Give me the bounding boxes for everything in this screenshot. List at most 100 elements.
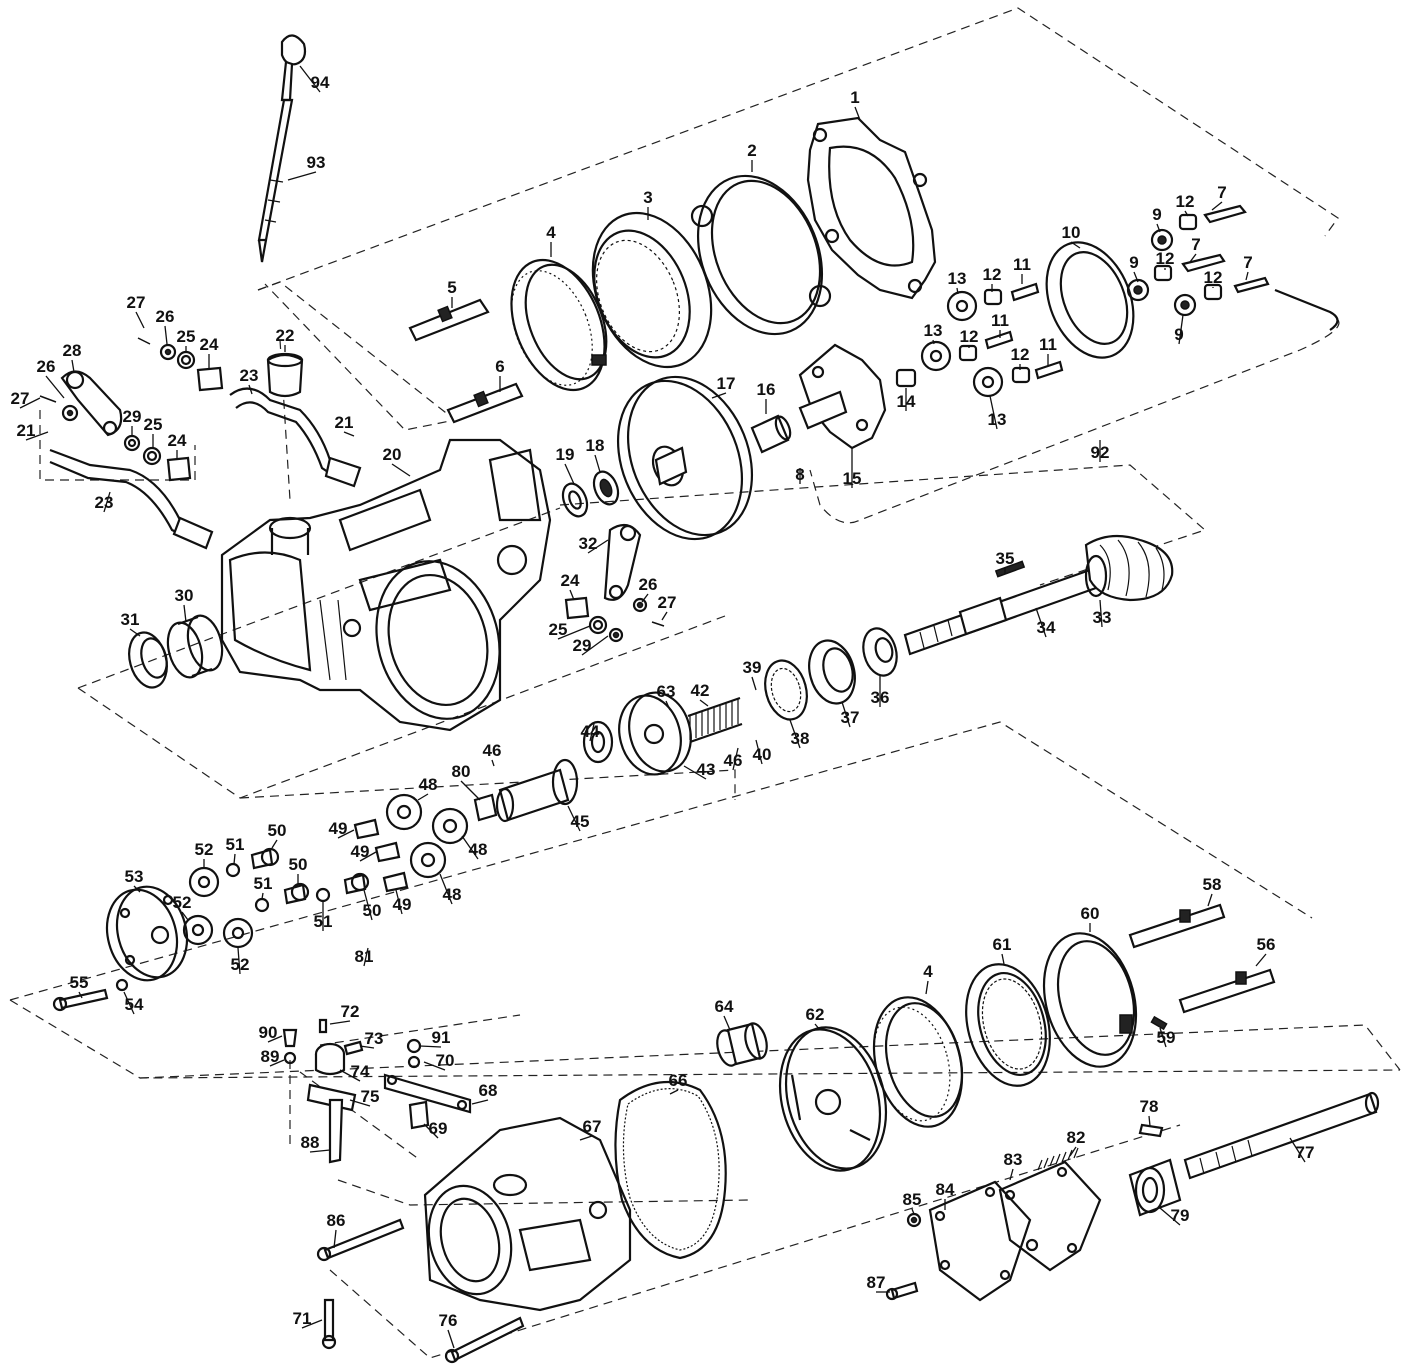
callout-label-82: 82 — [1067, 1128, 1086, 1147]
callout-label-52a: 52 — [195, 840, 214, 859]
leader-line-48a — [417, 793, 429, 801]
callout-label-71: 71 — [293, 1309, 312, 1328]
part-cap-22 — [266, 352, 304, 398]
callout-label-18: 18 — [586, 436, 605, 455]
leader-line-54 — [123, 991, 135, 1015]
callout-label-80: 80 — [452, 762, 471, 781]
part-clutch-43 — [618, 691, 692, 776]
leader-line-9c — [1178, 314, 1184, 345]
leader-line-40 — [755, 739, 763, 765]
callout-label-29b: 29 — [573, 636, 592, 655]
part-cover-83 — [998, 1160, 1102, 1272]
callout-label-36: 36 — [871, 688, 890, 707]
leader-line-77 — [1289, 1137, 1306, 1163]
callout-label-48c: 48 — [443, 885, 462, 904]
callout-label-49c: 49 — [393, 895, 412, 914]
leader-line-52c — [237, 947, 241, 975]
callout-label-55: 55 — [70, 973, 89, 992]
callout-label-76: 76 — [439, 1311, 458, 1330]
callout-label-27c: 27 — [658, 593, 677, 612]
leader-line-33 — [1099, 599, 1103, 628]
callout-label-11a: 11 — [1013, 255, 1031, 274]
callout-label-9a: 9 — [1152, 205, 1161, 224]
callout-label-7a: 7 — [1217, 183, 1226, 202]
leader-line-94 — [299, 65, 321, 93]
leader-line-9b — [1133, 271, 1139, 283]
leader-line-63 — [665, 700, 671, 711]
callout-label-11c: 11 — [1039, 335, 1057, 354]
part-ring-2 — [690, 174, 832, 336]
part-plate-53 — [105, 885, 189, 982]
leader-line-48c — [439, 873, 453, 905]
leader-line-7a — [1211, 201, 1223, 211]
part-small-washers — [39, 337, 665, 643]
callout-label-51b: 51 — [254, 874, 273, 893]
leader-line-90 — [267, 1035, 283, 1043]
callout-label-28: 28 — [63, 341, 82, 360]
part-gear-31 — [128, 631, 168, 689]
leader-line-76 — [447, 1329, 455, 1349]
callout-label-90: 90 — [259, 1023, 278, 1042]
callout-label-45: 45 — [571, 812, 590, 831]
leader-line-34 — [1035, 607, 1047, 638]
leader-line-26a — [164, 325, 168, 345]
part-linkage — [282, 1018, 472, 1164]
part-bearing-36-37 — [764, 627, 898, 721]
callout-label-60: 60 — [1081, 904, 1100, 923]
callout-label-7c: 7 — [1243, 253, 1252, 272]
part-plate-10 — [1045, 241, 1135, 359]
leader-line-58 — [1207, 893, 1213, 907]
callout-label-62: 62 — [806, 1005, 825, 1024]
leader-line-59 — [1159, 1027, 1167, 1048]
leader-line-39 — [751, 676, 757, 691]
part-band-60 — [1042, 932, 1138, 1068]
part-lever-28 — [60, 370, 123, 437]
callout-label-92: 92 — [1091, 443, 1110, 462]
leader-line-20 — [391, 463, 411, 477]
part-drum-17 — [616, 375, 754, 541]
callout-label-52b: 52 — [173, 893, 192, 912]
part-ring-gear-61 — [965, 963, 1051, 1087]
callout-label-25c: 25 — [549, 620, 568, 639]
callout-label-10: 10 — [1062, 223, 1081, 242]
callout-label-77: 77 — [1296, 1143, 1315, 1162]
leader-line-25c — [557, 625, 591, 640]
callout-label-24a: 24 — [200, 335, 219, 354]
leader-line-46b — [732, 747, 739, 771]
leader-line-66 — [669, 1089, 679, 1095]
callout-label-85: 85 — [903, 1190, 922, 1209]
callout-label-2: 2 — [747, 141, 756, 160]
callout-label-72: 72 — [341, 1002, 360, 1021]
part-pipe-23-lower — [49, 448, 214, 550]
part-band-4-bottom — [872, 996, 964, 1128]
leader-line-56 — [1255, 953, 1267, 967]
leader-line-29b — [581, 635, 609, 656]
leader-line-51a — [233, 853, 236, 865]
callout-label-20: 20 — [383, 445, 402, 464]
callout-label-58: 58 — [1203, 875, 1222, 894]
leader-line-78 — [1148, 1115, 1151, 1127]
leader-line-4b — [925, 980, 929, 995]
callout-label-15: 15 — [843, 469, 862, 488]
callout-label-23b: 23 — [95, 493, 114, 512]
leader-line-1 — [854, 106, 861, 121]
callout-label-21a: 21 — [335, 413, 354, 432]
leader-line-23a — [248, 384, 253, 395]
leader-line-19 — [564, 463, 575, 485]
part-cover-84 — [928, 1180, 1032, 1302]
leader-line-26c — [641, 593, 649, 603]
leader-line-89 — [269, 1059, 285, 1067]
part-gasket-1 — [806, 116, 937, 300]
callout-label-3: 3 — [643, 188, 652, 207]
callout-label-9b: 9 — [1129, 253, 1138, 272]
part-ring-gear-3 — [591, 211, 713, 369]
leader-line-37 — [841, 701, 851, 728]
group-outlines — [9, 7, 1401, 1359]
callout-label-26a: 26 — [156, 307, 175, 326]
part-dipstick — [257, 34, 307, 263]
part-shaft-6 — [446, 382, 524, 424]
part-bush-80 — [473, 793, 498, 822]
callout-label-40: 40 — [753, 745, 772, 764]
callout-label-84: 84 — [936, 1180, 955, 1199]
callout-label-17: 17 — [717, 374, 736, 393]
